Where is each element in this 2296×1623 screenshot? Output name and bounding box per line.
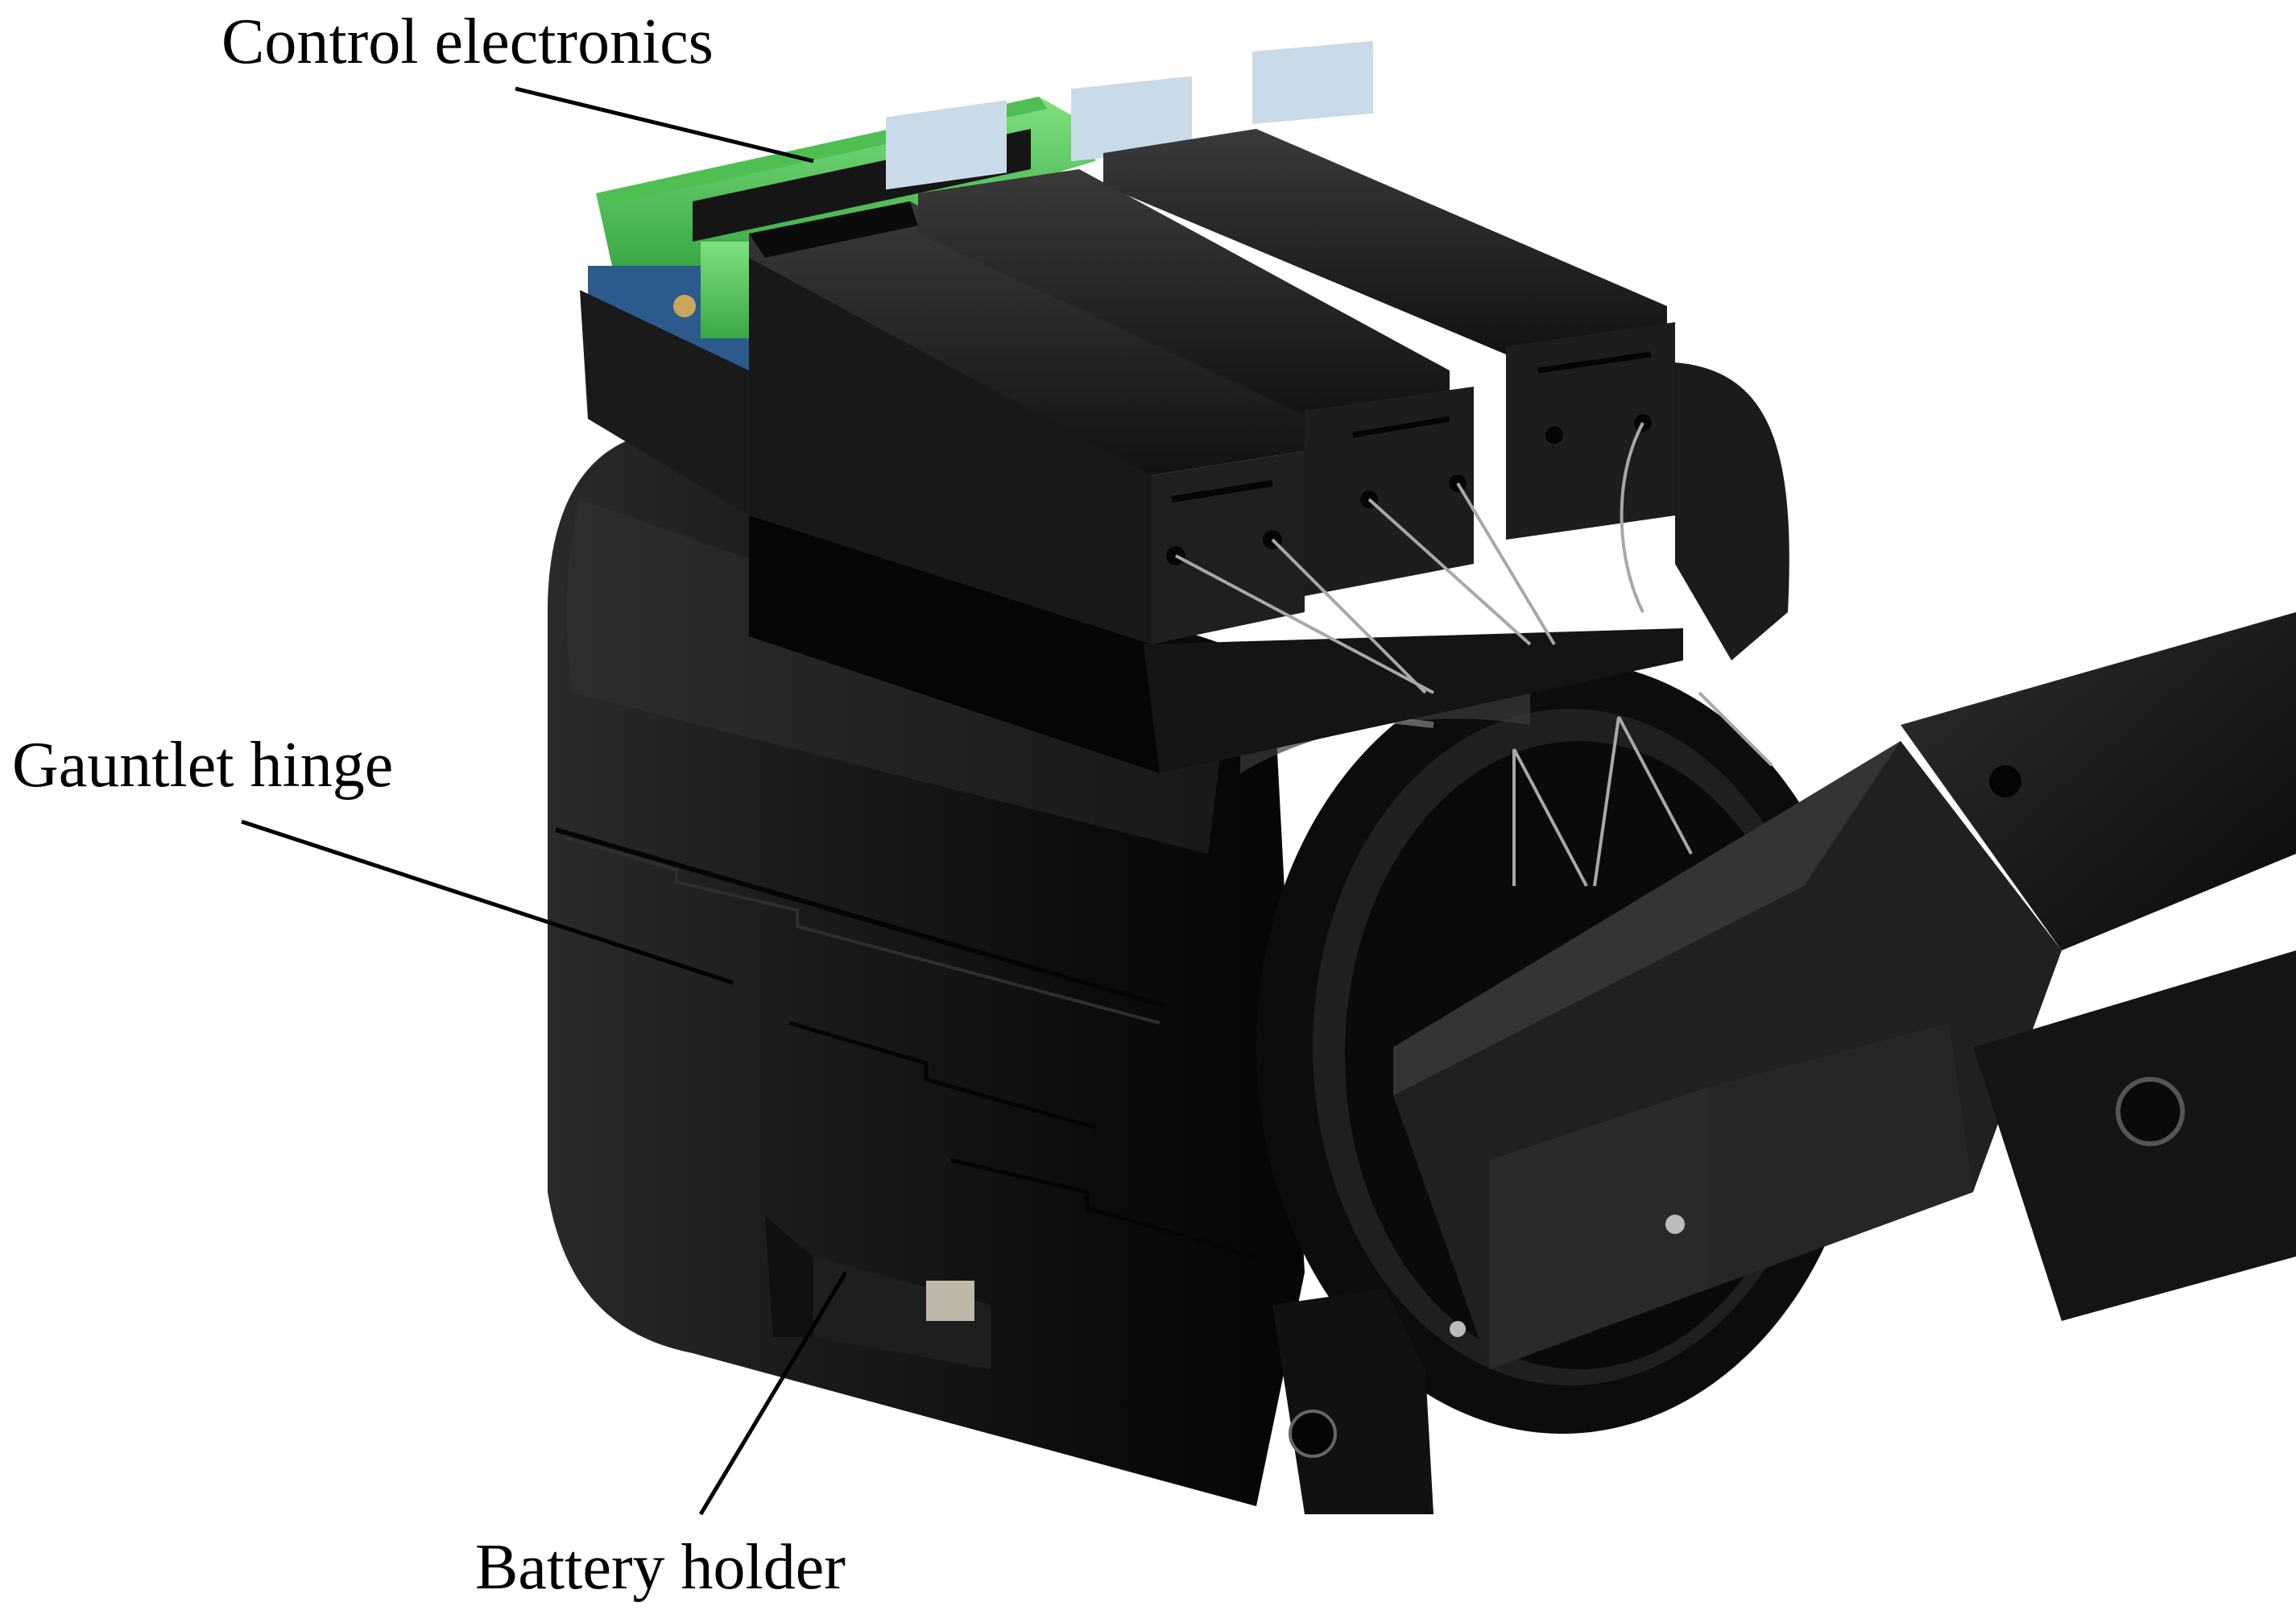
servo-module-1 (749, 100, 1305, 644)
callout-gauntlet-hinge: Gauntlet hinge (12, 730, 394, 801)
velcro-strap (1675, 362, 1789, 660)
servo-module-3 (1103, 40, 1675, 540)
servo-module-2 (918, 76, 1474, 596)
battery-holder (765, 1216, 991, 1369)
callout-control-electronics: Control electronics (221, 6, 714, 77)
tendon-wires (1175, 422, 1773, 887)
leader-line-gauntlet-hinge (241, 819, 734, 985)
leader-line-battery-holder (698, 1271, 848, 1516)
hand-module (1393, 612, 2296, 1369)
leader-lines (241, 86, 848, 1516)
leader-line-control-electronics (515, 86, 814, 164)
callout-battery-holder: Battery holder (475, 1532, 846, 1603)
gauntlet-hinge-plate (1272, 1289, 1433, 1514)
